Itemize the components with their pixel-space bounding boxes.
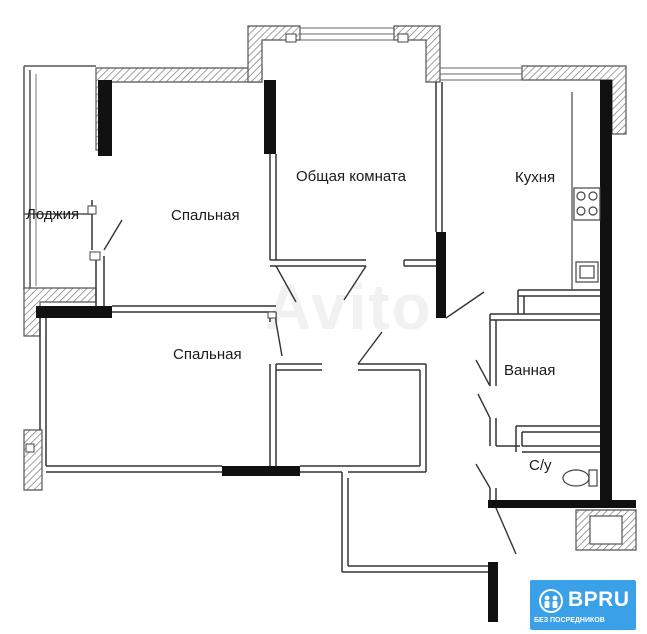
room-label-bedroom-1: Спальная (171, 207, 240, 224)
room-label-kitchen: Кухня (515, 169, 556, 186)
room-label-bedroom-2: Спальная (173, 346, 242, 363)
bearing-walls (36, 80, 636, 622)
bpru-logo: BPRU БЕЗ ПОСРЕДНИКОВ (530, 580, 636, 630)
avito-watermark: Avito (265, 271, 433, 343)
door-swings (103, 219, 517, 555)
room-label-toilet: С/у (529, 457, 552, 474)
bay-window (300, 27, 394, 41)
kitchen-counter (571, 92, 601, 290)
toilet-icon (562, 469, 598, 487)
logo-tagline: БЕЗ ПОСРЕДНИКОВ (534, 617, 605, 624)
room-label-loggia: Лоджия (26, 206, 80, 223)
room-label-living-room: Общая комната (296, 168, 406, 185)
people-icon (539, 589, 563, 613)
wall-stubs (25, 33, 409, 453)
loggia-frame (23, 65, 96, 290)
partition-walls (39, 82, 600, 573)
balcony-inner (589, 515, 623, 545)
logo-brand: BPRU (568, 588, 630, 611)
room-label-bathroom: Ванная (504, 362, 556, 379)
kitchen-window (440, 67, 522, 81)
